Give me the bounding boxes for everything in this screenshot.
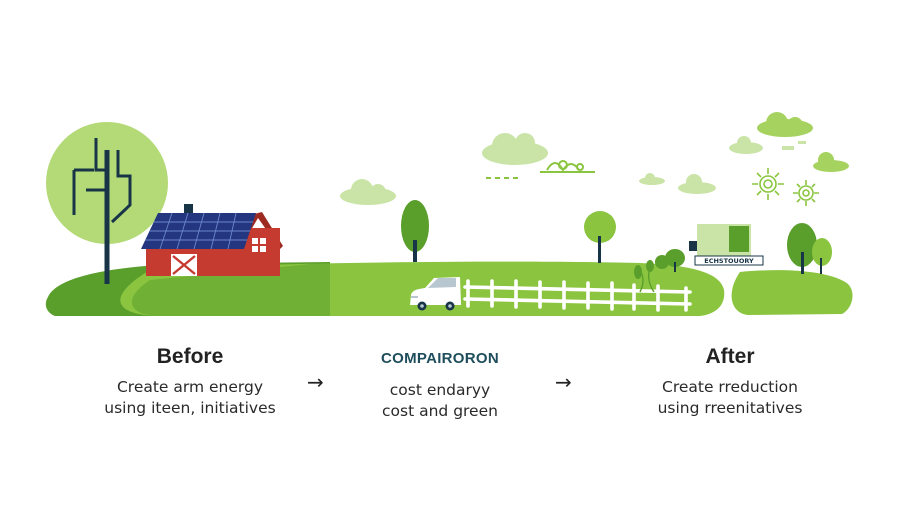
cloud-icon xyxy=(678,174,716,194)
after-line-1: Create rreduction xyxy=(662,378,798,396)
building-icon: ECHSTOUORY xyxy=(689,224,764,266)
fence-icon xyxy=(463,279,692,312)
cloud-icon xyxy=(639,173,665,185)
car-icon xyxy=(410,277,461,311)
right-field xyxy=(731,270,853,315)
cloud-icon xyxy=(729,136,763,154)
comparison-line-1: cost endaryy xyxy=(389,381,491,399)
cloud-icon xyxy=(813,152,849,172)
power-tower-icon xyxy=(72,138,132,284)
arrow-right-icon: → xyxy=(307,370,324,394)
cloud-icon xyxy=(340,179,396,205)
after-title: After xyxy=(705,345,755,368)
before-line-1: Create arm energy xyxy=(116,378,264,396)
sun-icon xyxy=(752,168,784,200)
before-title: Before xyxy=(156,345,224,368)
comparison-section: COMPAIRORON cost endaryy cost and green xyxy=(330,347,550,422)
before-section: Before Create arm energy using iteen, in… xyxy=(70,345,310,419)
sun-icon xyxy=(540,160,595,173)
after-section: After Create rreduction using rreenitati… xyxy=(610,345,850,419)
solar-panel-icon xyxy=(141,212,256,250)
before-line-2: using iteen, initiatives xyxy=(104,399,276,417)
tree-icon xyxy=(401,200,429,262)
cloud-icon xyxy=(482,133,548,165)
barn-icon xyxy=(146,204,283,276)
tree-icon xyxy=(584,211,616,263)
after-line-2: using rreenitatives xyxy=(657,399,803,417)
comparison-title: COMPAIRORON xyxy=(380,350,500,367)
arrow-right-icon: → xyxy=(555,370,572,394)
tree-icon xyxy=(655,249,685,272)
tree-icon xyxy=(787,223,832,274)
sun-icon xyxy=(793,180,819,206)
cloud-icon xyxy=(757,112,813,137)
comparison-line-2: cost and green xyxy=(382,402,498,420)
building-sign-label: ECHSTOUORY xyxy=(704,257,754,265)
